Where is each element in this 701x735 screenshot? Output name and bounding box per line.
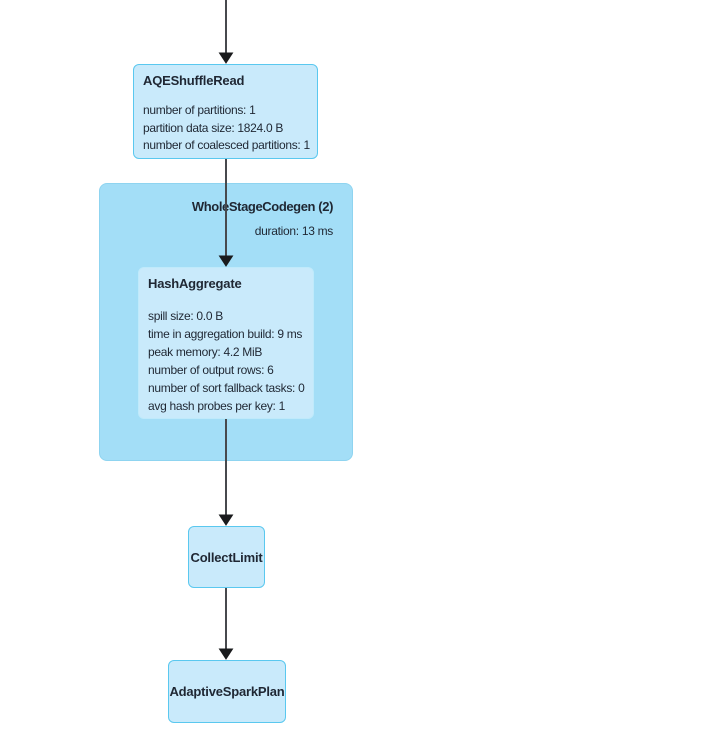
node-hash-aggregate[interactable]: HashAggregate spill size: 0.0 B time in …	[138, 267, 314, 419]
arrowhead-icon	[218, 648, 234, 660]
node-title: CollectLimit	[190, 549, 263, 565]
node-adaptive-spark-plan[interactable]: AdaptiveSparkPlan	[168, 660, 286, 723]
metric-line: number of output rows: 6	[148, 363, 274, 377]
arrowhead-icon	[218, 514, 234, 526]
node-metrics: spill size: 0.0 B time in aggregation bu…	[148, 307, 305, 415]
node-title: HashAggregate	[148, 276, 242, 291]
node-metrics: number of partitions: 1 partition data s…	[143, 102, 310, 155]
metric-line: number of partitions: 1	[143, 103, 256, 117]
metric-line: peak memory: 4.2 MiB	[148, 345, 263, 359]
cluster-duration: duration: 13 ms	[254, 224, 334, 238]
metric-line: time in aggregation build: 9 ms	[148, 327, 303, 341]
metric-line: number of sort fallback tasks: 0	[148, 381, 305, 395]
node-title: AQEShuffleRead	[143, 73, 245, 88]
metric-line: partition data size: 1824.0 B	[143, 120, 284, 135]
cluster-title: WholeStageCodegen (2)	[191, 199, 334, 214]
edge-top-to-aqe-shuffle-read	[218, 0, 234, 64]
arrowhead-icon	[218, 52, 234, 64]
node-body: AQEShuffleRead number of partitions: 1 p…	[134, 65, 317, 163]
node-collect-limit[interactable]: CollectLimit	[188, 526, 265, 588]
edge-collect-limit-to-adaptive-spark-plan	[218, 588, 234, 660]
node-aqe-shuffle-read[interactable]: AQEShuffleRead number of partitions: 1 p…	[133, 64, 318, 159]
node-title: AdaptiveSparkPlan	[169, 684, 285, 699]
cluster-label: WholeStageCodegen (2) duration: 13 ms	[191, 199, 334, 238]
node-body: HashAggregate spill size: 0.0 B time in …	[139, 268, 313, 423]
metric-line: spill size: 0.0 B	[148, 309, 223, 323]
metric-line: avg hash probes per key: 1	[148, 399, 285, 413]
metric-line: number of coalesced partitions: 1	[143, 138, 310, 152]
